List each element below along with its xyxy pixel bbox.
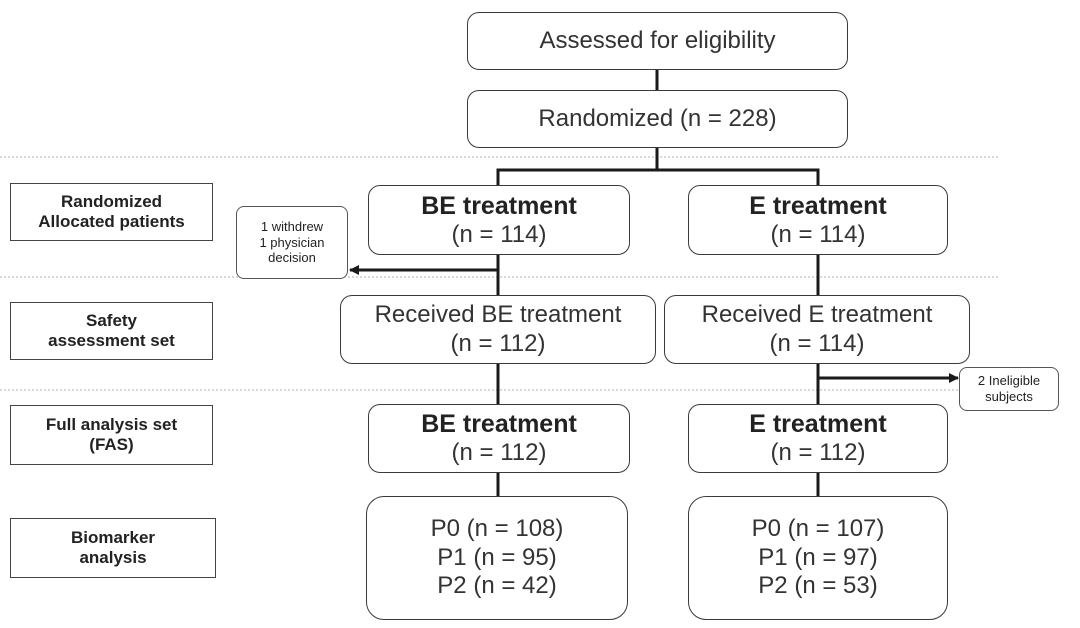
e-exclusion-note: 2 Ineligible subjects: [959, 367, 1059, 411]
be-p1: P1 (n = 95): [437, 543, 557, 571]
be-safety-title: Received BE treatment: [374, 300, 622, 328]
exclusion-line: 1 withdrew: [260, 219, 324, 235]
stage-label-line: Randomized: [60, 191, 163, 211]
be-biomarker-box: P0 (n = 108) P1 (n = 95) P2 (n = 42): [366, 496, 628, 620]
exclusion-line: 2 Ineligible: [977, 373, 1041, 389]
exclusion-line: subjects: [985, 389, 1033, 404]
e-allocation-count: (n = 114): [770, 220, 866, 248]
stage-randomized-allocated: Randomized Allocated patients: [10, 183, 213, 241]
e-biomarker-box: P0 (n = 107) P1 (n = 97) P2 (n = 53): [688, 496, 948, 620]
be-exclusion-note: 1 withdrew 1 physician decision: [236, 206, 348, 279]
be-fas-title: BE treatment: [421, 410, 577, 439]
e-safety-box: Received E treatment (n = 114): [664, 295, 970, 364]
e-safety-title: Received E treatment: [701, 300, 933, 328]
e-allocation-title: E treatment: [749, 191, 887, 220]
e-allocation-box: E treatment (n = 114): [688, 185, 948, 255]
connector-split-be: [496, 147, 659, 186]
randomized-label: Randomized (n = 228): [538, 105, 777, 132]
e-fas-box: E treatment (n = 112): [688, 404, 948, 473]
stage-label-line: (FAS): [89, 435, 134, 454]
be-p2: P2 (n = 42): [437, 572, 557, 600]
stage-label-line: Allocated patients: [38, 212, 185, 231]
e-safety-count: (n = 114): [769, 329, 865, 357]
stage-fas: Full analysis set (FAS): [10, 405, 213, 465]
e-p0: P0 (n = 107): [751, 514, 885, 542]
be-allocation-title: BE treatment: [421, 191, 577, 220]
e-fas-title: E treatment: [749, 410, 887, 439]
assessed-box: Assessed for eligibility: [467, 12, 848, 70]
stage-label-line: analysis: [79, 548, 147, 567]
be-safety-count: (n = 112): [450, 329, 546, 357]
randomized-box: Randomized (n = 228): [467, 90, 848, 148]
stage-label-line: assessment set: [48, 331, 175, 350]
e-p1: P1 (n = 97): [758, 543, 878, 571]
stage-biomarker: Biomarker analysis: [10, 518, 216, 578]
be-p0: P0 (n = 108): [430, 514, 564, 542]
exclusion-line: decision: [268, 250, 316, 266]
exclusion-line: 1 physician: [259, 234, 325, 250]
stage-label-line: Safety: [85, 310, 138, 330]
e-fas-count: (n = 112): [770, 439, 866, 467]
be-allocation-box: BE treatment (n = 114): [368, 185, 630, 255]
assessed-label: Assessed for eligibility: [539, 27, 776, 54]
be-fas-count: (n = 112): [451, 439, 547, 467]
connector-split-e: [657, 168, 820, 186]
be-fas-box: BE treatment (n = 112): [368, 404, 630, 473]
e-p2: P2 (n = 53): [758, 572, 878, 600]
section-separators: [0, 156, 1000, 391]
be-safety-box: Received BE treatment (n = 112): [340, 295, 656, 364]
stage-safety: Safety assessment set: [10, 302, 213, 360]
be-allocation-count: (n = 114): [451, 220, 547, 248]
stage-label-line: Biomarker: [70, 527, 156, 547]
stage-label-line: Full analysis set: [45, 414, 178, 434]
